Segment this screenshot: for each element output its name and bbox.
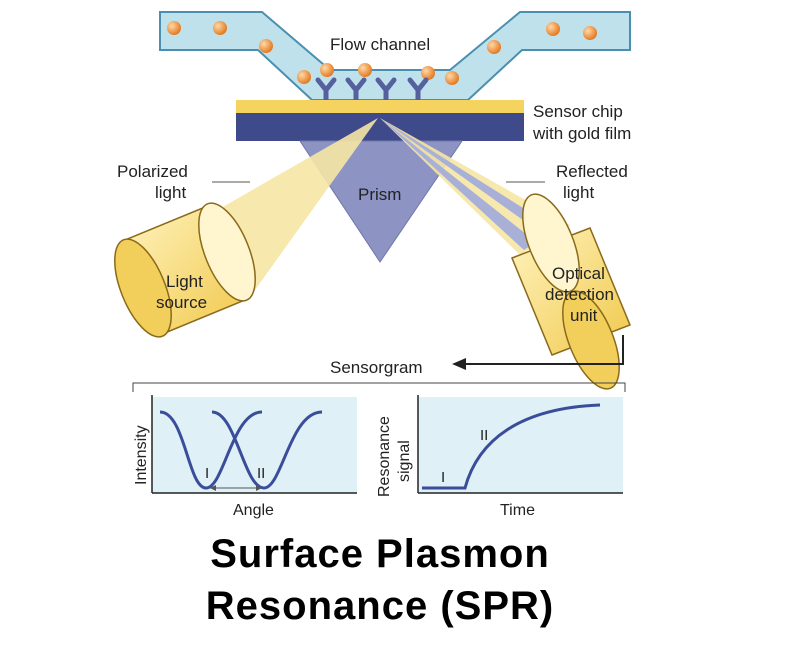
particle [546,22,560,36]
particle [487,40,501,54]
curve-I [159,410,263,490]
reflected-light-label-2: light [563,183,594,202]
particle [213,21,227,35]
optical-unit-label-3: unit [570,306,598,325]
receptors [315,77,429,103]
light-source-label-2: source [156,293,207,312]
light-source [114,202,256,338]
particle [583,26,597,40]
intensity-axis-label: Intensity [133,425,150,485]
page-title: Surface Plasmon Resonance (SPR) [0,528,760,632]
particle [445,71,459,85]
sensorgram-bracket [132,382,626,392]
sensor-chip-label-2: with gold film [532,124,631,143]
particle [358,63,372,77]
title-line-2: Resonance (SPR) [205,584,555,628]
particle [259,39,273,53]
reflected-band-2 [380,118,558,238]
particle [421,66,435,80]
arrowhead-icon [452,358,466,370]
optical-unit-label-2: detection [545,285,614,304]
curve-II [211,410,323,490]
reflected-band-1 [380,118,536,250]
title-line-1: Surface Plasmon [210,532,550,576]
shift-arrowhead-icon [210,485,216,491]
receptor [407,77,429,103]
sensor-chip-label-1: Sensor chip [533,102,623,121]
flow-channel [159,11,631,101]
resonance-axis-label-2: signal [396,440,413,482]
receptor [315,77,337,103]
particle [320,63,334,77]
resonance-time-plot: I II Resonance signal Time [376,395,623,519]
prism [299,140,463,263]
analyte-particles [167,21,597,85]
marker-II: II [480,427,488,444]
intensity-angle-plot: I II Intensity Angle [133,395,357,519]
prism-label: Prism [358,185,401,204]
particle [297,70,311,84]
marker-II: II [257,465,265,482]
marker-I: I [441,469,445,486]
reflected-light-label-1: Reflected [556,162,628,181]
shift-arrowhead-icon [256,485,262,491]
flow-channel-label: Flow channel [330,35,430,54]
receptor [345,77,367,103]
sensor-chip [236,113,524,141]
binding-curve [422,403,601,490]
receptor [375,77,397,103]
time-axis-label: Time [500,502,535,519]
marker-I: I [205,465,209,482]
angle-axis-label: Angle [233,502,274,519]
particle [167,21,181,35]
light-source-label-1: Light [166,272,203,291]
polarized-light-label-1: Polarized [117,162,188,181]
sensorgram-label: Sensorgram [330,358,423,377]
resonance-axis-label-1: Resonance [376,416,393,497]
spr-diagram: Flow channel Sensor chip with gold film … [114,11,631,519]
gold-film [236,100,524,113]
optical-unit-label-1: Optical [552,264,605,283]
polarized-light-label-2: light [155,183,186,202]
signal-arrow [462,335,624,365]
